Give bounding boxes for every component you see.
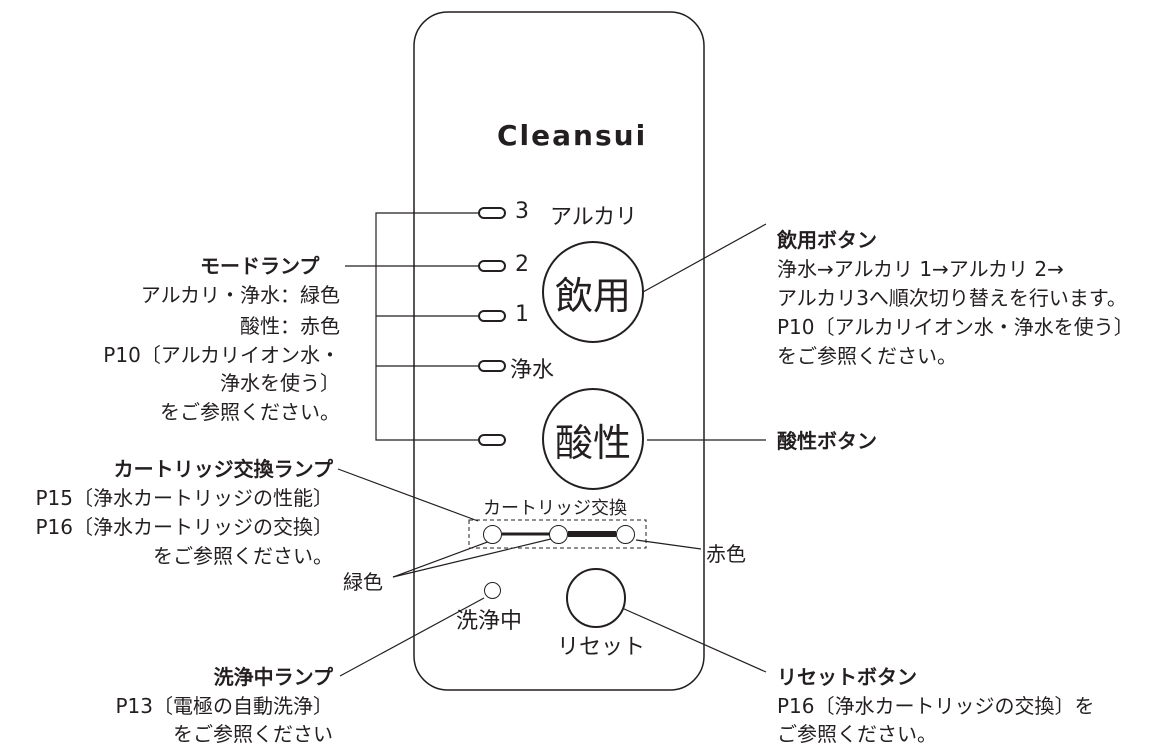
drink-button-line-1: 浄水→アルカリ 1→アルカリ 2→ xyxy=(777,257,1064,281)
lamp-label-alkali: アルカリ xyxy=(550,205,638,230)
acid-button-title: 酸性ボタン xyxy=(777,429,877,453)
washing-lamp xyxy=(484,582,501,599)
washing-lamp-line-1: P13〔電極の自動洗浄〕 xyxy=(115,694,333,718)
mode-lamp-bracket xyxy=(375,212,478,441)
drink-button-line-4: をご参照ください。 xyxy=(777,344,957,368)
green-leader-1 xyxy=(392,540,491,578)
mode-lamp-line-4: 浄水を使う〕 xyxy=(220,371,340,395)
mode-lamp-alkali-2 xyxy=(478,260,506,272)
reset-button-title: リセットボタン xyxy=(777,665,917,689)
lamp-label-pure: 浄水 xyxy=(510,358,555,383)
cleansui-logo: Cleansui xyxy=(497,119,648,152)
mode-lamp-line-1: アルカリ・浄水：緑色 xyxy=(140,283,340,307)
mode-lamp-alkali-1 xyxy=(478,310,506,322)
lamp-label-2: 2 xyxy=(515,252,529,277)
mode-lamp-line-2: 酸性：赤色 xyxy=(240,314,340,338)
washing-lamp-title: 洗浄中ランプ xyxy=(213,665,333,689)
washing-leader xyxy=(339,597,485,677)
drink-button-line-2: アルカリ3へ順次切り替えを行います。 xyxy=(777,286,1127,310)
reset-button-line-2: ご参照ください。 xyxy=(777,722,937,746)
cartridge-lamp-line-2: P16〔浄水カートリッジの交換〕 xyxy=(35,515,333,539)
drink-button-line-3: P10〔アルカリイオン水・浄水を使う〕 xyxy=(777,315,1134,339)
lamp-label-3: 3 xyxy=(515,199,529,224)
washing-lamp-line-2: をご参照ください xyxy=(173,722,333,746)
reset-button-line-1: P16〔浄水カートリッジの交換〕を xyxy=(777,694,1095,718)
drink-button[interactable]: 飲用 xyxy=(542,241,644,343)
cartridge-dashed-box xyxy=(468,519,647,549)
cartridge-lamp-green-1 xyxy=(483,525,502,544)
cartridge-lamp-red xyxy=(616,525,635,544)
mode-lamp-line-5: をご参照ください。 xyxy=(160,400,340,424)
mode-lamp-title: モードランプ xyxy=(200,254,320,278)
drink-button-title: 飲用ボタン xyxy=(777,228,877,252)
cartridge-lamp-line-3: をご参照ください。 xyxy=(153,544,333,568)
red-leader xyxy=(635,539,702,550)
drink-leader xyxy=(642,223,767,293)
washing-panel-label: 洗浄中 xyxy=(456,609,523,634)
green-leader-2 xyxy=(392,537,556,578)
cartridge-lamp-green-2 xyxy=(549,525,568,544)
drink-button-label: 飲用 xyxy=(554,273,631,318)
lamp-label-1: 1 xyxy=(515,302,529,327)
red-label: 赤色 xyxy=(706,542,746,566)
acid-button[interactable]: 酸性 xyxy=(542,388,644,490)
cartridge-leader xyxy=(337,468,479,522)
mode-lamp-acid xyxy=(478,434,506,446)
mode-lamp-alkali-3 xyxy=(478,207,506,219)
green-label: 緑色 xyxy=(343,570,383,594)
cartridge-lamp-title: カートリッジ交換ランプ xyxy=(113,457,333,481)
panel-outline xyxy=(413,11,705,691)
mode-lamp-line-3: P10〔アルカリイオン水・ xyxy=(103,343,340,367)
cartridge-lamp-line-1: P15〔浄水カートリッジの性能〕 xyxy=(35,486,333,510)
acid-button-label: 酸性 xyxy=(554,420,631,465)
reset-button[interactable] xyxy=(566,568,626,628)
cartridge-panel-label: カートリッジ交換 xyxy=(483,498,627,519)
reset-panel-label: リセット xyxy=(557,635,646,660)
mode-lamp-pure xyxy=(478,360,506,372)
